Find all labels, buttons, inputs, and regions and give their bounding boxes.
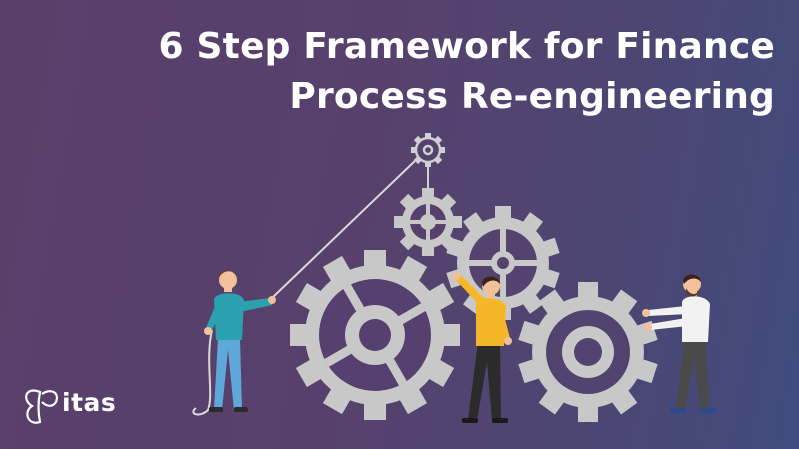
large-gear xyxy=(290,250,460,420)
man-pulling-rope xyxy=(204,270,276,412)
title-line-2: Process Re-engineering xyxy=(289,76,775,117)
lower-right-gear xyxy=(518,282,658,422)
man-pointing xyxy=(452,272,512,423)
rope xyxy=(271,157,419,299)
page-title: 6 Step Framework for Finance Process Re-… xyxy=(159,22,775,122)
title-line-1: 6 Step Framework for Finance xyxy=(158,26,775,67)
logo-text: itas xyxy=(62,388,117,417)
rope-coil xyxy=(192,329,213,416)
man-pushing-gear xyxy=(642,274,716,413)
butterfly-logo-icon xyxy=(25,389,58,424)
medium-gear xyxy=(394,188,462,256)
